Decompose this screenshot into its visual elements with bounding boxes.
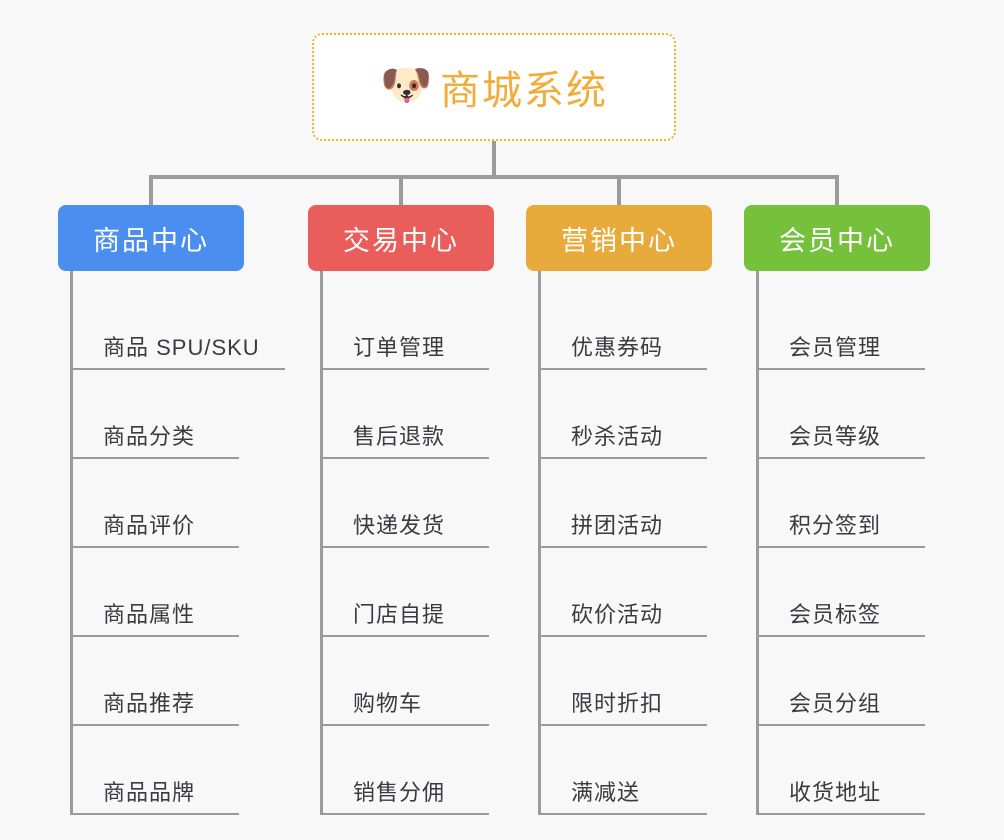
list-item-label: 售后退款: [353, 423, 446, 449]
list-item[interactable]: 满减送: [541, 726, 707, 815]
list-item[interactable]: 限时折扣: [541, 637, 707, 726]
connector-drop-1: [149, 175, 153, 205]
branch-items-marketing-center: 优惠券码 秒杀活动 拼团活动 砍价活动 限时折扣 满减送: [538, 271, 712, 815]
branch-header-label: 商品中心: [93, 225, 209, 256]
list-item[interactable]: 商品推荐: [73, 637, 239, 726]
branch-header-trade-center[interactable]: 交易中心: [308, 205, 494, 271]
list-item[interactable]: 快递发货: [323, 459, 489, 548]
list-item-label: 商品推荐: [103, 690, 196, 716]
list-item[interactable]: 商品品牌: [73, 726, 239, 815]
branch-items-trade-center: 订单管理 售后退款 快递发货 门店自提 购物车 销售分佣: [320, 271, 494, 815]
branch-header-label: 交易中心: [343, 225, 459, 256]
list-item-label: 秒杀活动: [571, 423, 664, 449]
list-item-label: 会员管理: [789, 334, 882, 360]
list-item-label: 限时折扣: [571, 690, 664, 716]
list-item-label: 快递发货: [353, 512, 446, 538]
root-node-shop-system[interactable]: 🐶 商城系统: [312, 33, 676, 141]
list-item[interactable]: 砍价活动: [541, 548, 707, 637]
list-item-label: 会员分组: [789, 690, 882, 716]
list-item-label: 商品分类: [103, 423, 196, 449]
root-node-title: 商城系统: [440, 69, 608, 113]
list-item[interactable]: 商品分类: [73, 370, 239, 459]
branch-items-product-center: 商品 SPU/SKU 商品分类 商品评价 商品属性 商品推荐 商品品牌: [70, 271, 285, 815]
branch-product-center: 商品中心 商品 SPU/SKU 商品分类 商品评价 商品属性 商品推荐 商品品牌: [58, 205, 285, 815]
branch-header-member-center[interactable]: 会员中心: [744, 205, 930, 271]
list-item[interactable]: 会员分组: [759, 637, 925, 726]
list-item[interactable]: 拼团活动: [541, 459, 707, 548]
branch-marketing-center: 营销中心 优惠券码 秒杀活动 拼团活动 砍价活动 限时折扣 满减送: [526, 205, 712, 815]
list-item[interactable]: 优惠券码: [541, 281, 707, 370]
connector-drop-2: [399, 175, 403, 205]
branch-trade-center: 交易中心 订单管理 售后退款 快递发货 门店自提 购物车 销售分佣: [308, 205, 494, 815]
branch-items-member-center: 会员管理 会员等级 积分签到 会员标签 会员分组 收货地址: [756, 271, 930, 815]
list-item-label: 门店自提: [353, 601, 446, 627]
list-item[interactable]: 售后退款: [323, 370, 489, 459]
list-item[interactable]: 商品属性: [73, 548, 239, 637]
list-item[interactable]: 订单管理: [323, 281, 489, 370]
list-item-label: 购物车: [353, 690, 423, 716]
list-item-label: 优惠券码: [571, 334, 664, 360]
list-item-label: 订单管理: [353, 334, 446, 360]
list-item[interactable]: 会员等级: [759, 370, 925, 459]
connector-drop-3: [617, 175, 621, 205]
list-item-label: 商品属性: [103, 601, 196, 627]
list-item[interactable]: 会员管理: [759, 281, 925, 370]
list-item-label: 满减送: [571, 779, 641, 805]
list-item[interactable]: 门店自提: [323, 548, 489, 637]
list-item-label: 收货地址: [789, 779, 882, 805]
list-item-label: 商品品牌: [103, 779, 196, 805]
list-item[interactable]: 积分签到: [759, 459, 925, 548]
list-item[interactable]: 收货地址: [759, 726, 925, 815]
branch-header-marketing-center[interactable]: 营销中心: [526, 205, 712, 271]
connector-horizontal-bus: [149, 175, 839, 179]
shiba-dog-face-icon: 🐶: [380, 61, 433, 108]
list-item[interactable]: 购物车: [323, 637, 489, 726]
branch-header-label: 会员中心: [779, 225, 895, 256]
connector-drop-4: [835, 175, 839, 205]
list-item-label: 商品 SPU/SKU: [103, 334, 260, 360]
list-item-label: 商品评价: [103, 512, 196, 538]
list-item-label: 销售分佣: [353, 779, 446, 805]
list-item-label: 拼团活动: [571, 512, 664, 538]
list-item[interactable]: 商品评价: [73, 459, 239, 548]
branch-header-label: 营销中心: [561, 225, 677, 256]
list-item[interactable]: 会员标签: [759, 548, 925, 637]
list-item-label: 会员等级: [789, 423, 882, 449]
list-item[interactable]: 销售分佣: [323, 726, 489, 815]
list-item-label: 砍价活动: [571, 601, 664, 627]
branch-header-product-center[interactable]: 商品中心: [58, 205, 244, 271]
list-item[interactable]: 秒杀活动: [541, 370, 707, 459]
list-item-label: 会员标签: [789, 601, 882, 627]
branch-member-center: 会员中心 会员管理 会员等级 积分签到 会员标签 会员分组 收货地址: [744, 205, 930, 815]
list-item[interactable]: 商品 SPU/SKU: [73, 281, 285, 370]
connector-root-stem: [492, 141, 496, 178]
list-item-label: 积分签到: [789, 512, 882, 538]
